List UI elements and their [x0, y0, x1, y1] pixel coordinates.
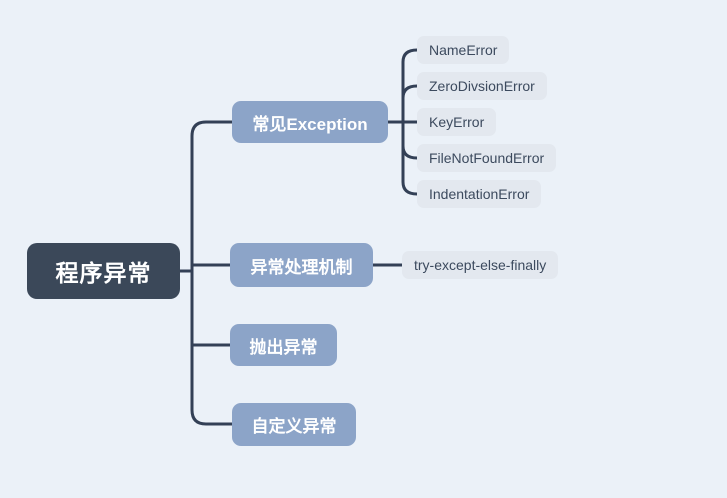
connector-child-zerodivsion [401, 84, 419, 100]
node-leaf-filenotfounderror[interactable]: FileNotFoundError [417, 144, 557, 172]
node-branch-exception-handling[interactable]: 异常处理机制 [230, 243, 373, 287]
node-leaf-try-except-else-finally[interactable]: try-except-else-finally [402, 251, 559, 279]
node-leaf-zerodivsionerror[interactable]: ZeroDivsionError [417, 72, 547, 100]
connector-main-trunk [190, 120, 234, 426]
connector-child-filenotfound [401, 144, 419, 160]
node-root-program-exception[interactable]: 程序异常 [27, 243, 180, 299]
node-leaf-indentationerror[interactable]: IndentationError [417, 180, 542, 208]
node-leaf-keyerror[interactable]: KeyError [417, 108, 497, 136]
node-branch-common-exception[interactable]: 常见Exception [232, 101, 388, 143]
node-branch-custom-exception[interactable]: 自定义异常 [232, 403, 356, 446]
node-leaf-nameerror[interactable]: NameError [417, 36, 510, 64]
connector-child-trunk [401, 48, 419, 196]
node-branch-raise-exception[interactable]: 抛出异常 [230, 324, 337, 366]
